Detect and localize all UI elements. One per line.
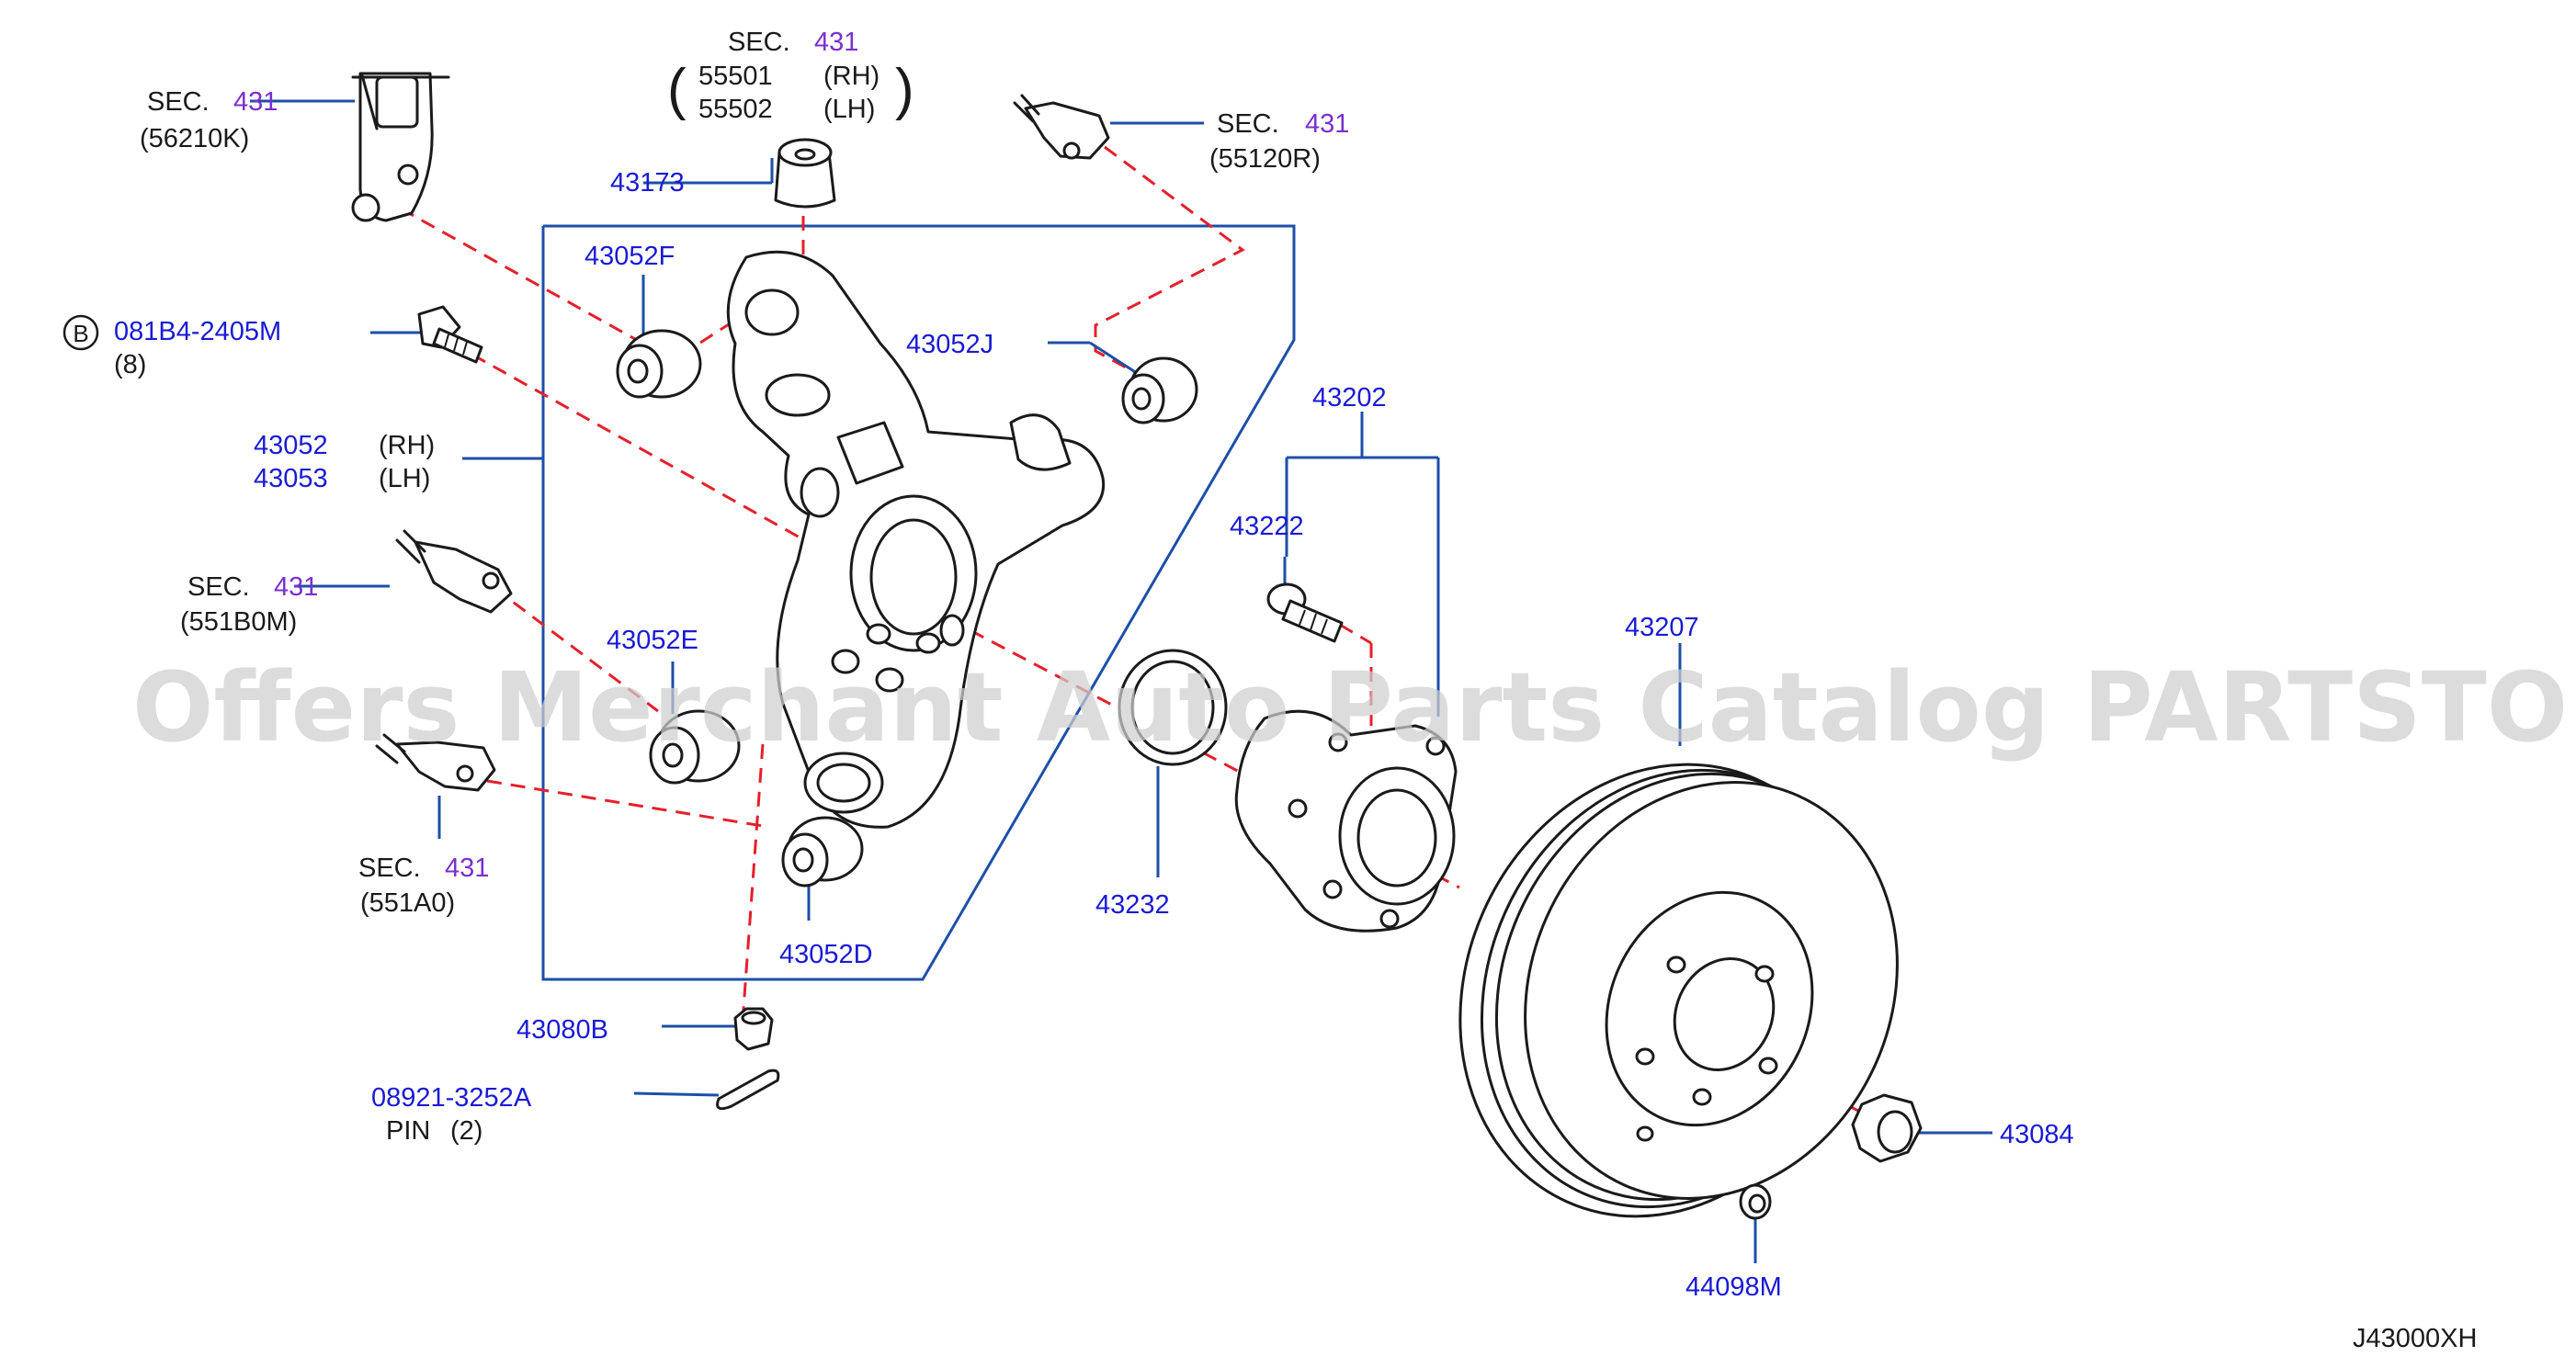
part-label-43173[interactable]: 43173 — [610, 168, 685, 198]
brake-rotor-43207 — [1458, 763, 1899, 1218]
part-label-43222[interactable]: 43222 — [1230, 512, 1304, 541]
part-label-43202[interactable]: 43202 — [1312, 383, 1387, 413]
bushing-43052D — [781, 816, 864, 888]
sec-number: 431 — [1305, 109, 1349, 139]
bushing-43052F — [616, 329, 702, 399]
sec-431-56210K[interactable]: SEC. 431 (56210K) — [140, 87, 278, 153]
sec-label: SEC. — [1217, 109, 1279, 139]
part-label-43052J[interactable]: 43052J — [906, 330, 993, 359]
hub-nut-43084 — [1851, 1093, 1923, 1163]
sec-label: SEC. — [728, 28, 790, 57]
sec-number: 431 — [274, 572, 318, 602]
diagram-code: J43000XH — [2353, 1324, 2477, 1353]
lh-label: (LH) — [823, 95, 875, 124]
cotter-pin-08921-3252A — [716, 1068, 780, 1111]
callout-b-letter: B — [73, 320, 88, 347]
part-label-43232[interactable]: 43232 — [1095, 890, 1170, 920]
sec-431-bushing-group[interactable]: SEC. 431 ( ) 55501 (RH) 55502 (LH) — [667, 28, 914, 124]
sec-431-551B0M[interactable]: SEC. 431 (551B0M) — [180, 572, 318, 637]
part-number-43052: 43052 — [254, 431, 328, 460]
quantity: (8) — [114, 350, 146, 379]
sec-ref-56210K: (56210K) — [140, 124, 249, 153]
part-label-44098M[interactable]: 44098M — [1685, 1272, 1782, 1302]
knuckle-43052-43053 — [726, 250, 1106, 829]
rh-label: (RH) — [379, 431, 435, 460]
hub-assembly-43202 — [1234, 709, 1458, 933]
sec-label: SEC. — [187, 572, 250, 602]
part-label-43052E[interactable]: 43052E — [607, 626, 698, 655]
bushing-43052E — [649, 709, 741, 785]
part-label-43052F[interactable]: 43052F — [584, 242, 675, 271]
part-label-43207[interactable]: 43207 — [1625, 613, 1699, 642]
part-label-43084[interactable]: 43084 — [2000, 1120, 2074, 1149]
sec-ref-55120R: (55120R) — [1209, 144, 1321, 174]
bracket-close: ) — [895, 58, 914, 121]
pin-label: PIN — [386, 1116, 430, 1146]
bolt-43222 — [1266, 582, 1344, 643]
sec-431-55120R[interactable]: SEC. 431 (55120R) — [1209, 109, 1349, 174]
lh-label: (LH) — [379, 464, 430, 493]
pin-quantity: (2) — [450, 1116, 482, 1146]
part-number-43053: 43053 — [254, 464, 328, 493]
link-551B0M — [395, 529, 513, 614]
sec-number: 431 — [233, 87, 278, 117]
bushing-43052J — [1121, 356, 1198, 424]
link-551A0 — [375, 733, 496, 792]
knuckle-group-frame — [541, 224, 1296, 981]
part-55501: 55501 — [698, 62, 773, 91]
part-label-081B4-2405M[interactable]: B 081B4-2405M (8) — [62, 314, 281, 379]
part-number: 08921-3252A — [371, 1083, 532, 1113]
link-55120R — [1013, 94, 1110, 160]
sec-431-551A0[interactable]: SEC. 431 (551A0) — [358, 854, 489, 918]
upper-link-56210K — [351, 72, 450, 222]
part-label-08921-3252A[interactable]: 08921-3252A PIN (2) — [371, 1083, 532, 1146]
bolt-081B4-2405M — [417, 305, 483, 364]
callout-b-circle — [62, 314, 99, 351]
seal-43232 — [1118, 649, 1228, 766]
sec-label: SEC. — [358, 854, 421, 883]
part-label-43080B[interactable]: 43080B — [516, 1015, 608, 1045]
part-number: 081B4-2405M — [114, 317, 281, 346]
part-55502: 55502 — [698, 95, 773, 124]
bracket-open: ( — [667, 58, 687, 121]
sec-label: SEC. — [147, 87, 210, 117]
sec-number: 431 — [445, 854, 489, 883]
part-label-43052D[interactable]: 43052D — [779, 940, 873, 969]
hub-bolt-44098M — [1739, 1183, 1772, 1220]
bushing-43173 — [774, 138, 836, 209]
sec-ref-551B0M: (551B0M) — [180, 607, 297, 637]
rh-label: (RH) — [823, 62, 879, 91]
sec-number: 431 — [814, 28, 858, 57]
sec-ref-551A0: (551A0) — [360, 888, 455, 918]
part-label-43052-43053[interactable]: 43052 (RH) 43053 (LH) — [254, 431, 435, 493]
nut-43080B — [733, 1007, 774, 1051]
watermark: Offers Merchant Auto Parts Catalog PARTS… — [132, 651, 2576, 763]
